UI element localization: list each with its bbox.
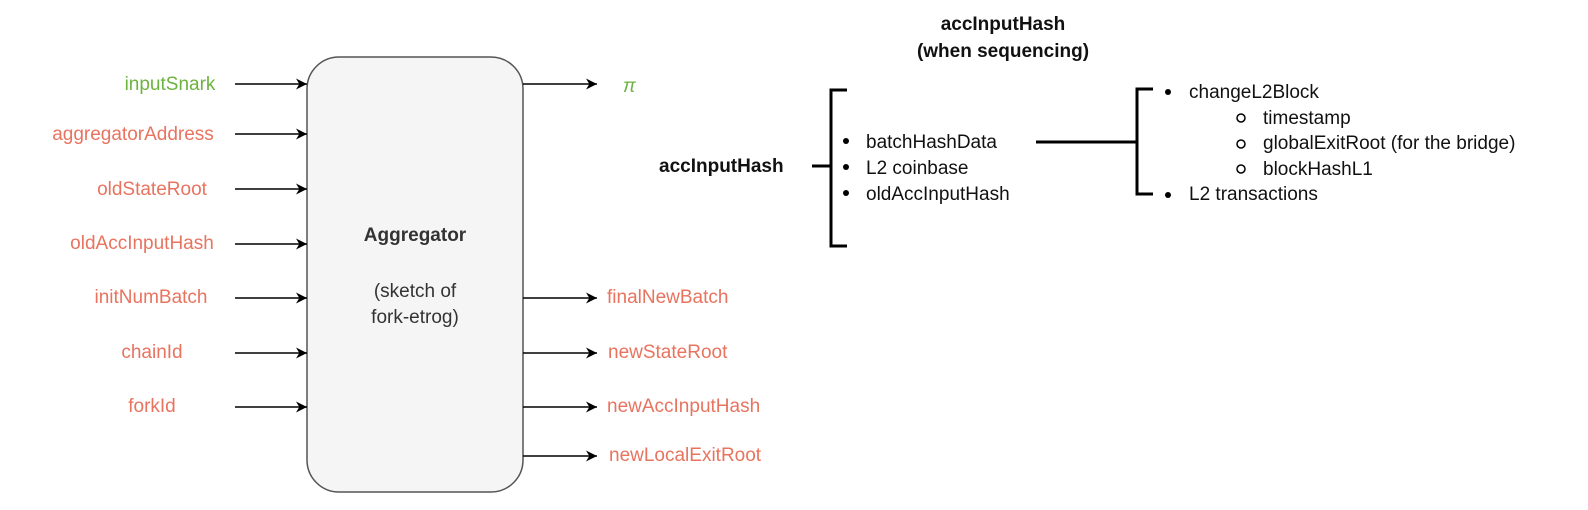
- sub-bullet: [1236, 139, 1246, 149]
- input-label-aggregator-address: aggregatorAddress: [52, 124, 214, 145]
- sub-bullet: [1236, 164, 1246, 174]
- input-label-chain-id: chainId: [121, 342, 182, 363]
- output-label-pi: π: [623, 76, 637, 97]
- aggregator-title: Aggregator: [364, 225, 467, 246]
- output-label-new-state-root: newStateRoot: [608, 342, 728, 363]
- bullet: [843, 190, 849, 196]
- output-label-new-acc-input-hash: newAccInputHash: [607, 396, 760, 417]
- bullet: [1165, 192, 1171, 198]
- change-field-timestamp: timestamp: [1263, 108, 1351, 129]
- component-old-acc-input-hash: oldAccInputHash: [866, 184, 1010, 205]
- acc-hash-heading-line2: (when sequencing): [917, 41, 1089, 62]
- acc-hash-heading-line1: accInputHash: [941, 14, 1066, 35]
- bullet: [843, 164, 849, 170]
- batch-items-bracket: [1135, 87, 1153, 196]
- output-label-final-new-batch: finalNewBatch: [607, 287, 728, 308]
- components-bracket: [829, 88, 847, 248]
- acc-hash-root-label: accInputHash: [659, 156, 784, 177]
- aggregator-box: [306, 56, 524, 493]
- component-l2-coinbase: L2 coinbase: [866, 158, 968, 179]
- input-label-old-state-root: oldStateRoot: [97, 179, 208, 200]
- aggregator-subtitle-line1: (sketch of: [374, 281, 457, 302]
- aggregator-subtitle-line2: fork-etrog): [371, 307, 459, 328]
- input-label-old-acc-input-hash: oldAccInputHash: [70, 233, 214, 254]
- change-field-global-exit-root: globalExitRoot (for the bridge): [1263, 133, 1515, 154]
- input-label-input-snark: inputSnark: [125, 74, 216, 95]
- change-field-block-hash-l1: blockHashL1: [1263, 159, 1373, 180]
- batch-item-change-l2-block: changeL2Block: [1189, 82, 1319, 103]
- input-label-init-num-batch: initNumBatch: [95, 287, 208, 308]
- component-batch-hash-data: batchHashData: [866, 132, 997, 153]
- bullet: [843, 138, 849, 144]
- sub-bullet: [1236, 113, 1246, 123]
- input-label-fork-id: forkId: [128, 396, 176, 417]
- bullet: [1165, 89, 1171, 95]
- batch-item-l2-transactions: L2 transactions: [1189, 184, 1318, 205]
- output-label-new-local-exit-root: newLocalExitRoot: [609, 445, 762, 466]
